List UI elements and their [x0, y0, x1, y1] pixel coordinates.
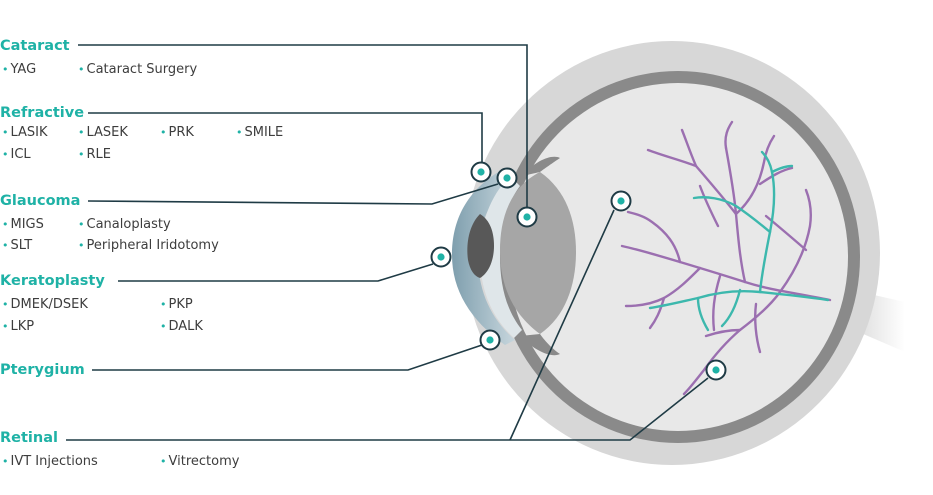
leader-glaucoma [87, 183, 499, 205]
leader-retinal-vitreous [509, 209, 615, 441]
bullet-icon: • [78, 63, 85, 76]
category-cataract-label: Cataract [0, 38, 74, 54]
category-refractive-label: Refractive [0, 105, 89, 121]
marker-cataract[interactable] [516, 206, 538, 228]
bullet-icon: • [160, 126, 167, 139]
cornea [452, 168, 515, 345]
bullet-icon: • [2, 63, 9, 76]
bullet-icon: • [78, 126, 85, 139]
list-item: •PKP [160, 297, 193, 312]
bullet-icon: • [2, 320, 9, 333]
list-item: •SLT [2, 238, 33, 253]
list-item: •Peripheral Iridotomy [78, 238, 219, 253]
bullet-icon: • [78, 239, 85, 252]
category-pterygium-label: Pterygium [0, 362, 89, 378]
leader-refractive [86, 112, 483, 163]
category-retinal-label: Retinal [0, 430, 62, 446]
list-item: •DMEK/DSEK [2, 297, 88, 312]
list-item: •LASEK [78, 125, 128, 140]
list-item: •LASIK [2, 125, 48, 140]
bullet-icon: • [2, 298, 9, 311]
bullet-icon: • [2, 126, 9, 139]
list-item: •MIGS [2, 217, 44, 232]
bullet-icon: • [78, 148, 85, 161]
list-item: •Vitrectomy [160, 454, 240, 469]
list-item: •YAG [2, 62, 37, 77]
bullet-icon: • [2, 239, 9, 252]
category-glaucoma-label: Glaucoma [0, 193, 85, 209]
leader-pterygium [92, 344, 483, 371]
list-item: •LKP [2, 319, 35, 334]
bullet-icon: • [2, 455, 9, 468]
bullet-icon: • [2, 218, 9, 231]
bullet-icon: • [160, 298, 167, 311]
list-item: •DALK [160, 319, 203, 334]
list-item: •ICL [2, 147, 31, 162]
retinal-vessels-teal [648, 150, 830, 332]
list-item: •SMILE [236, 125, 284, 140]
retinal-vessels-purple [620, 120, 832, 396]
bullet-icon: • [78, 218, 85, 231]
leader-retinal [66, 377, 709, 441]
marker-retinal-vitreous[interactable] [610, 190, 632, 212]
bullet-icon: • [2, 148, 9, 161]
marker-pterygium[interactable] [479, 329, 501, 351]
bullet-icon: • [160, 455, 167, 468]
list-item: •PRK [160, 125, 194, 140]
bullet-icon: • [236, 126, 243, 139]
marker-refractive[interactable] [470, 161, 492, 183]
list-item: •Cataract Surgery [78, 62, 198, 77]
leader-cataract [78, 44, 528, 208]
leader-lines [66, 44, 709, 441]
iris [467, 214, 494, 278]
bullet-icon: • [160, 320, 167, 333]
markers [430, 161, 727, 381]
list-item: •Canaloplasty [78, 217, 171, 232]
category-keratoplasty-label: Keratoplasty [0, 273, 109, 289]
list-item: •IVT Injections [2, 454, 98, 469]
list-item: •RLE [78, 147, 111, 162]
marker-retinal[interactable] [705, 359, 727, 381]
marker-keratoplasty[interactable] [430, 246, 452, 268]
marker-glaucoma[interactable] [496, 167, 518, 189]
leader-keratoplasty [118, 263, 434, 282]
